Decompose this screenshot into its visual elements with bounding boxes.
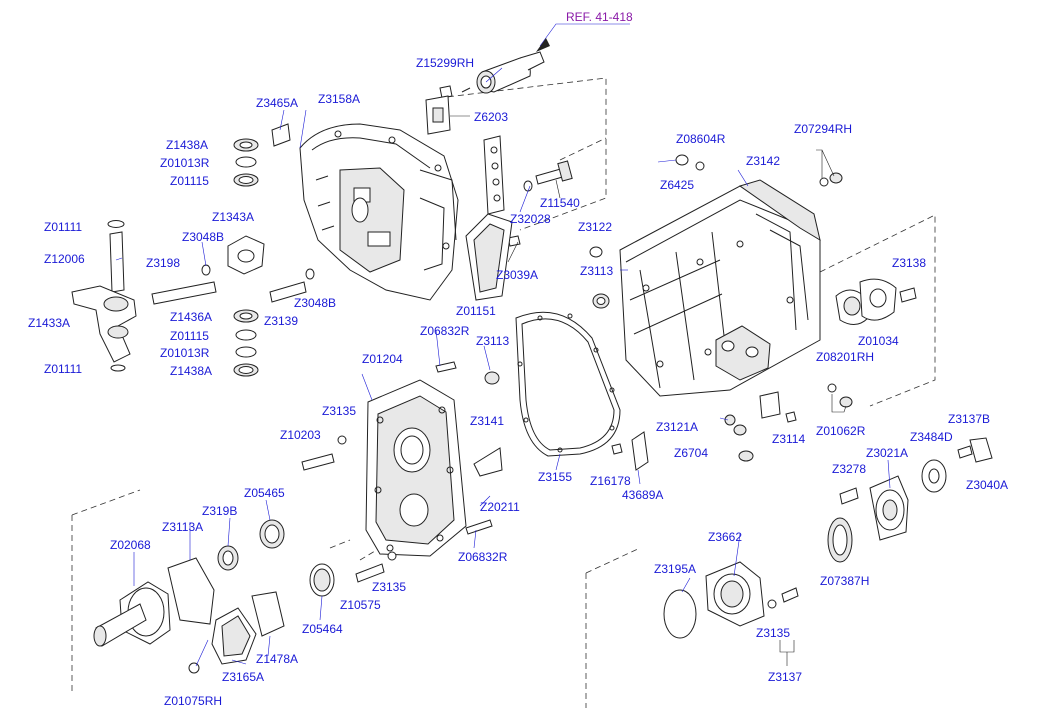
- part-label-z10203[interactable]: Z10203: [280, 428, 321, 442]
- part-label-z08201rh[interactable]: Z08201RH: [816, 350, 875, 364]
- part-label-z01062r[interactable]: Z01062R: [816, 424, 866, 438]
- part-label-z3142[interactable]: Z3142: [746, 154, 781, 168]
- cover-z01151: [465, 213, 513, 301]
- part-label-z3048b-mid[interactable]: Z3048B: [294, 296, 337, 310]
- part-label-z01075rh[interactable]: Z01075RH: [164, 694, 223, 708]
- part-label-z3139[interactable]: Z3139: [264, 314, 299, 328]
- part-label-z01115-top[interactable]: Z01115: [170, 174, 209, 188]
- leader-lines: [115, 67, 891, 667]
- part-label-z3113-right[interactable]: Z3113: [580, 264, 614, 278]
- oring-z3195a: [663, 589, 697, 639]
- part-label-z3484d[interactable]: Z3484D: [910, 430, 953, 444]
- part-label-z3195a[interactable]: Z3195A: [654, 562, 697, 576]
- part-label-z06832r-bot[interactable]: Z06832R: [458, 550, 508, 564]
- part-label-z3198[interactable]: Z3198: [146, 256, 181, 270]
- housing-z3662: [705, 561, 799, 666]
- part-label-z07387h[interactable]: Z07387H: [820, 574, 870, 588]
- part-label-z01013r-top[interactable]: Z01013R: [160, 156, 210, 170]
- part-label-z01111-top[interactable]: Z01111: [44, 220, 83, 234]
- part-label-z3021a[interactable]: Z3021A: [866, 446, 909, 460]
- part-label-z32028[interactable]: Z32028: [510, 212, 551, 226]
- key-z3465a: [271, 123, 291, 147]
- part-label-z12006[interactable]: Z12006: [44, 252, 85, 266]
- transmission-case-z3142: [619, 179, 821, 397]
- shaft-and-fork: [71, 220, 137, 372]
- part-label-z3039a[interactable]: Z3039A: [496, 268, 539, 282]
- flange-z3021a: [827, 475, 909, 563]
- bracket-43689a: [611, 431, 649, 471]
- part-label-z3113a[interactable]: Z3113A: [162, 520, 204, 534]
- plate-z3484d: [921, 437, 993, 493]
- part-label-z01151[interactable]: Z01151: [456, 304, 496, 318]
- gasket-z6203: [425, 95, 470, 135]
- part-label-z3662[interactable]: Z3662: [708, 530, 743, 544]
- part-label-z1343a[interactable]: Z1343A: [212, 210, 255, 224]
- part-label-z6425[interactable]: Z6425: [660, 178, 695, 192]
- part-label-z3138[interactable]: Z3138: [892, 256, 927, 270]
- housing-z02068: [93, 581, 171, 647]
- part-label-z02068[interactable]: Z02068: [110, 538, 151, 552]
- part-label-z3040a[interactable]: Z3040A: [966, 478, 1009, 492]
- bolt-z3039a: [507, 235, 521, 263]
- part-label-z01034[interactable]: Z01034: [858, 334, 899, 348]
- part-label-z07294rh[interactable]: Z07294RH: [794, 122, 853, 136]
- part-label-z1438a-top[interactable]: Z1438A: [166, 138, 209, 152]
- part-label-z3122[interactable]: Z3122: [578, 220, 613, 234]
- part-label-z01111-bot[interactable]: Z01111: [44, 362, 83, 376]
- part-label-z08604r[interactable]: Z08604R: [676, 132, 726, 146]
- dashed-boundaries: [71, 77, 936, 708]
- cover-small-parts: [301, 361, 503, 535]
- seals-lower-left: [217, 519, 397, 597]
- part-label-z10575[interactable]: Z10575: [340, 598, 381, 612]
- part-label-z6704[interactable]: Z6704: [674, 446, 709, 460]
- shift-parts-left: [151, 138, 315, 377]
- part-label-z3135-left[interactable]: Z3135: [322, 404, 357, 418]
- part-label-z3141[interactable]: Z3141: [470, 414, 505, 428]
- part-label-z1438a-bot[interactable]: Z1438A: [170, 364, 213, 378]
- part-label-z6203[interactable]: Z6203: [474, 110, 509, 124]
- gasket-z3155: [515, 311, 621, 457]
- part-label-z06832r-top[interactable]: Z06832R: [420, 324, 470, 338]
- part-label-z3465a[interactable]: Z3465A: [256, 96, 299, 110]
- part-label-z3113-mid[interactable]: Z3113: [476, 334, 510, 348]
- part-label-z16178[interactable]: Z16178: [590, 474, 631, 488]
- case-small-parts: [589, 149, 917, 462]
- part-label-z15299rh[interactable]: Z15299RH: [416, 56, 475, 70]
- part-label-z3135-mid[interactable]: Z3135: [372, 580, 407, 594]
- part-label-z319b[interactable]: Z319B: [202, 504, 238, 518]
- gasket-z3113a: [167, 557, 215, 625]
- part-label-z01115-bot[interactable]: Z01115: [170, 329, 209, 343]
- part-label-z3158a[interactable]: Z3158A: [318, 92, 361, 106]
- bellhousing-z3158a: [299, 123, 459, 301]
- ref-label[interactable]: REF. 41-418: [566, 10, 633, 24]
- part-label-z3155[interactable]: Z3155: [538, 470, 573, 484]
- bolt-z11540: [523, 160, 573, 199]
- part-label-z05464[interactable]: Z05464: [302, 622, 343, 636]
- gasket-strip: [483, 135, 505, 215]
- part-label-z3137[interactable]: Z3137: [768, 670, 803, 684]
- part-label-z3114[interactable]: Z3114: [772, 432, 806, 446]
- part-label-z3137b[interactable]: Z3137B: [948, 412, 991, 426]
- part-label-z20211[interactable]: Z20211: [480, 500, 520, 514]
- part-label-z3121a[interactable]: Z3121A: [656, 420, 699, 434]
- part-label-43689a[interactable]: 43689A: [622, 488, 664, 502]
- part-label-z3278[interactable]: Z3278: [832, 462, 867, 476]
- part-label-z3165a[interactable]: Z3165A: [222, 670, 265, 684]
- part-label-z11540[interactable]: Z11540: [540, 196, 580, 210]
- part-label-z3048b-top[interactable]: Z3048B: [182, 230, 225, 244]
- part-label-z1436a[interactable]: Z1436A: [170, 310, 213, 324]
- part-label-z1478a[interactable]: Z1478A: [256, 652, 299, 666]
- solenoid-assembly: [439, 23, 630, 99]
- part-label-z3135-right[interactable]: Z3135: [756, 626, 791, 640]
- cover-z01204: [365, 379, 467, 557]
- part-label-z01013r-bot[interactable]: Z01013R: [160, 346, 210, 360]
- part-label-z1433a[interactable]: Z1433A: [28, 316, 71, 330]
- part-label-z01204[interactable]: Z01204: [362, 352, 403, 366]
- part-label-z05465[interactable]: Z05465: [244, 486, 285, 500]
